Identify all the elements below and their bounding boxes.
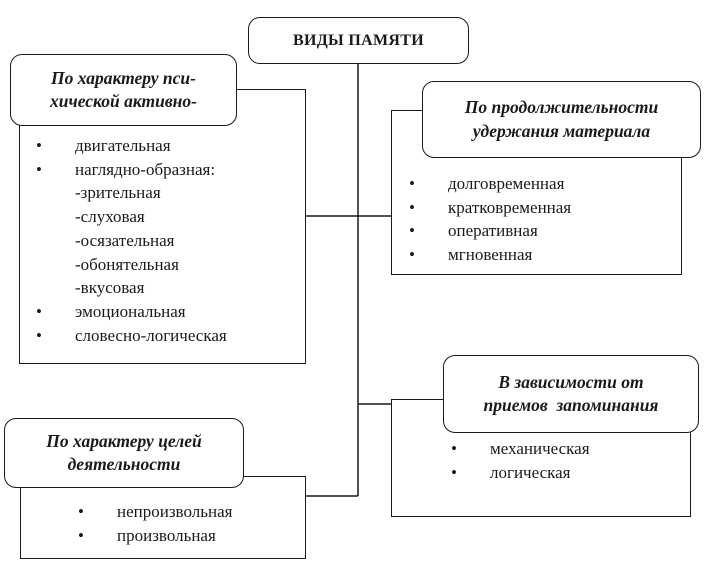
activity-type-list: двигательная наглядно-образная: -зритель… bbox=[36, 134, 227, 347]
list-item: непроизвольная bbox=[78, 500, 232, 524]
duration-type-list: долговременная кратковременная оперативн… bbox=[409, 172, 571, 267]
diagram-title: ВИДЫ ПАМЯТИ bbox=[293, 31, 424, 49]
activity-heading: По характеру пси- хической активно- bbox=[50, 67, 197, 111]
method-heading-box: В зависимости от приемов запоминания bbox=[443, 355, 699, 433]
list-item: -осязательная bbox=[75, 230, 175, 250]
list-item: эмоциональная bbox=[36, 300, 227, 324]
list-item: оперативная bbox=[409, 219, 571, 243]
list-item: механическая bbox=[451, 437, 590, 461]
goals-heading: По характеру целей деятельности bbox=[46, 430, 202, 474]
duration-heading-box: По продолжительности удержания материала bbox=[422, 81, 701, 158]
method-type-list: механическая логическая bbox=[451, 437, 590, 484]
list-item: -зрительная bbox=[75, 183, 161, 203]
goals-heading-box: По характеру целей деятельности bbox=[4, 418, 244, 488]
method-heading: В зависимости от приемов запоминания bbox=[483, 371, 659, 415]
list-item: двигательная bbox=[36, 134, 227, 158]
list-item: кратковременная bbox=[409, 196, 571, 220]
list-item: логическая bbox=[451, 461, 590, 485]
list-item: наглядно-образная: bbox=[36, 158, 227, 182]
title-box: ВИДЫ ПАМЯТИ bbox=[248, 17, 469, 64]
list-item: -слуховая bbox=[75, 207, 145, 227]
list-item: -вкусовая bbox=[75, 278, 145, 298]
duration-heading: По продолжительности удержания материала bbox=[464, 97, 659, 141]
list-item: произвольная bbox=[78, 524, 232, 548]
list-item: мгновенная bbox=[409, 243, 571, 267]
activity-heading-box: По характеру пси- хической активно- bbox=[10, 54, 237, 126]
list-item: словесно-логическая bbox=[36, 324, 227, 348]
list-item: долговременная bbox=[409, 172, 571, 196]
goals-type-list: непроизвольная произвольная bbox=[78, 500, 232, 547]
list-item: -обонятельная bbox=[75, 254, 179, 274]
